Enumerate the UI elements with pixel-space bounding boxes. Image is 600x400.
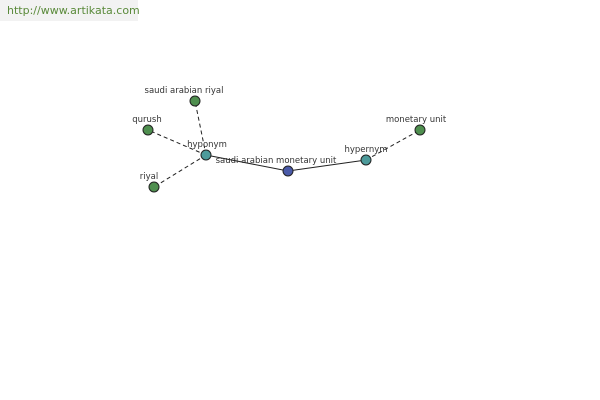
edge-hyponym-riyal <box>153 154 207 188</box>
node-riyal[interactable]: riyal <box>140 172 160 193</box>
node-hypernym[interactable]: hypernym <box>344 145 388 166</box>
node-qurush[interactable]: qurush <box>132 115 162 136</box>
edge-hyponym-qurush <box>147 129 207 156</box>
svg-text:monetary unit: monetary unit <box>386 115 447 125</box>
edge-hyponym-saudi-arabian-riyal <box>194 100 207 156</box>
svg-text:qurush: qurush <box>132 115 161 125</box>
node-monetary-unit[interactable]: monetary unit <box>386 115 447 136</box>
svg-text:hyponym: hyponym <box>187 140 227 150</box>
svg-text:saudi arabian monetary unit: saudi arabian monetary unit <box>216 156 337 166</box>
node-saudi-arabian-monetary-unit[interactable]: saudi arabian monetary unit <box>216 156 337 177</box>
svg-text:saudi arabian riyal: saudi arabian riyal <box>145 86 224 96</box>
node-saudi-arabian-riyal[interactable]: saudi arabian riyal <box>145 86 224 107</box>
node-hyponym[interactable]: hyponym <box>187 140 227 161</box>
edge-hypernym-monetary-unit <box>365 129 421 161</box>
edge-hyponym-center <box>205 154 289 172</box>
source-url[interactable]: http://www.artikata.com <box>0 0 140 21</box>
edge-center-hypernym <box>287 159 367 172</box>
svg-text:hypernym: hypernym <box>344 145 387 155</box>
svg-text:riyal: riyal <box>140 172 158 182</box>
